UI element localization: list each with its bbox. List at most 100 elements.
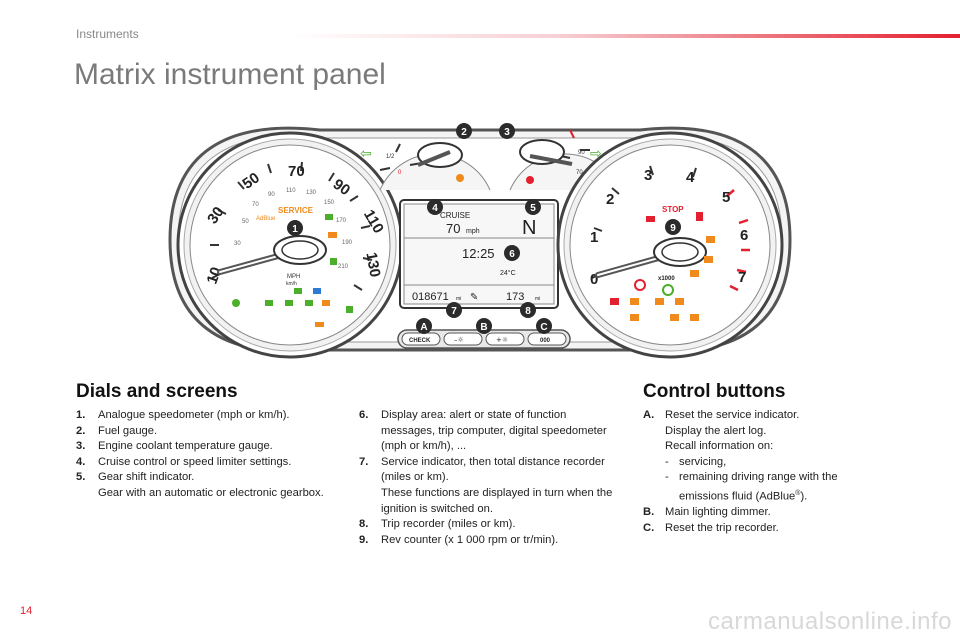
orange-warning-light [322,300,330,306]
speedo-number-130: 130 [362,251,383,279]
red-warning-light [646,216,655,222]
fuel-gauge: 1/2 0 [379,142,491,191]
rev-unit: x1000 [658,276,675,282]
svg-text:130: 130 [306,190,317,196]
orange-warning-light [690,314,699,321]
controls-list: A. Reset the service indicator. Display … [643,408,883,536]
rev-number-2: 2 [606,191,614,208]
callout-b: B [480,322,487,333]
rev-number-5: 5 [722,189,730,206]
orange-warning-light [630,298,639,305]
display-trip: 173 [506,291,524,303]
display-trip-unit: mi [535,296,540,302]
dials-list-left: 1.Analogue speedometer (mph or km/h). 2.… [76,408,326,502]
green-warning-light [232,299,240,307]
display-odometer-unit: mi [456,296,461,302]
display-speed-unit: mph [466,228,480,235]
green-warning-light [325,214,333,220]
list-item: 2.Fuel gauge. [76,424,158,437]
svg-text:110: 110 [286,188,296,194]
svg-text:50: 50 [242,219,249,225]
orange-warning-light [690,270,699,277]
green-warning-light [285,300,293,306]
speedo-warning-lights [232,214,353,327]
svg-text:CHECK: CHECK [409,338,431,344]
green-warning-light [265,300,273,306]
svg-text:170: 170 [336,218,347,224]
red-warning-light [610,298,619,305]
watermark: carmanualsonline.info [708,608,952,635]
page-number: 14 [20,605,33,617]
blue-warning-light [313,288,321,294]
callout-a: A [420,322,427,333]
rev-stop-label: STOP [662,205,684,214]
service-label: SERVICE [278,206,314,215]
svg-text:90: 90 [268,192,275,198]
central-display: CRUISE 70 mph N 12:25 24°C 018671 mi ✎ 1… [399,199,559,309]
callout-c: C [540,322,547,333]
callout-markers: 1 2 3 4 5 6 7 8 9 A B C [287,123,681,334]
list-item: C.Reset the trip recorder. [643,521,779,534]
callout-2: 2 [461,127,467,138]
list-item: 6.Display area: alert or state of functi… [359,409,607,453]
section-label: Instruments [76,27,139,41]
orange-warning-light [706,236,715,243]
callout-1: 1 [292,224,298,235]
rev-number-3: 3 [644,167,652,184]
fuel-zero-label: 0 [398,170,402,176]
svg-text:70: 70 [252,202,259,208]
right-indicator-icon: ⇨ [590,146,602,162]
speedo-number-50: 50 [239,169,262,192]
rev-number-7: 7 [738,269,746,286]
green-warning-light [346,306,353,313]
speedo-unit-km: km/h [286,281,297,287]
list-item: 3.Engine coolant temperature gauge. [76,440,273,453]
orange-warning-light [328,232,337,238]
orange-warning-light [315,322,324,327]
red-warning-light [634,279,646,291]
display-time: 12:25 [462,246,495,261]
callout-7: 7 [451,306,457,317]
indicator-arrows: ⇦ ⇨ [360,146,602,162]
dials-heading: Dials and screens [76,381,238,402]
list-item: 9.Rev counter (x 1 000 rpm or tr/min). [359,533,559,546]
svg-text:30: 30 [234,241,241,247]
display-speed: 70 [446,221,460,236]
rev-needle [595,237,707,278]
svg-text:150: 150 [324,200,335,206]
temp-warning-light [526,176,534,184]
rev-warning-lights [610,212,715,321]
svg-text:–☼: –☼ [454,336,464,344]
rev-number-4: 4 [686,169,695,186]
callout-5: 5 [530,203,536,214]
orange-warning-light [655,298,664,305]
list-item: 1.Analogue speedometer (mph or km/h). [76,409,290,421]
rev-number-0: 0 [590,271,598,288]
display-gear: N [522,217,536,239]
list-item: 8.Trip recorder (miles or km). [359,518,516,531]
instrument-cluster-illustration: 10 30 50 70 90 110 130 10 30 50 70 90 11… [168,123,792,359]
orange-warning-light [675,298,684,305]
list-item: A. Reset the service indicator. Display … [643,409,838,503]
list-item: B.Main lighting dimmer. [643,506,771,519]
speedo-number-30: 30 [204,204,227,227]
callout-6: 6 [509,249,515,260]
rev-number-6: 6 [740,227,748,244]
green-warning-light [305,300,313,306]
display-temperature: 24°C [500,269,516,277]
dials-list-right: 6.Display area: alert or state of functi… [359,408,619,548]
adblue-label: AdBlue [256,216,276,222]
page-title: Matrix instrument panel [74,58,386,91]
header-rule [290,34,960,38]
temp-70-label: 70 [576,170,583,176]
callout-3: 3 [504,127,510,138]
speedo-inner-scale: 10 30 50 70 90 110 130 150 170 190 210 [232,188,353,272]
green-warning-light [330,258,337,265]
list-item: 7.Service indicator, then total distance… [359,455,613,515]
dimmer-minus-button [443,332,483,346]
green-warning-light [662,284,674,296]
svg-text:000: 000 [540,338,551,344]
display-odometer: 018671 [412,291,449,303]
speedo-number-70: 70 [288,163,305,180]
display-cruise-label: CRUISE [440,211,470,220]
